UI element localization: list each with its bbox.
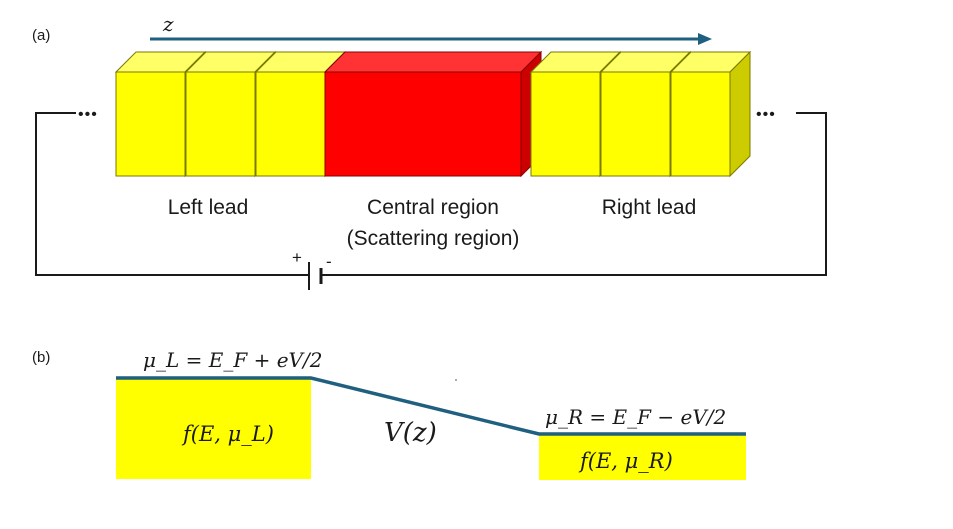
panel-b-tag: (b): [32, 349, 50, 366]
mu-right-equation: μ_R = E_F − eV/2: [545, 405, 726, 429]
right-lead-block-3: [669, 50, 752, 178]
central-region-label: Central region: [367, 196, 499, 219]
z-axis-arrow: [150, 33, 712, 45]
z-axis-label: z: [162, 12, 174, 36]
left-lead-label: Left lead: [168, 196, 249, 219]
right-lead-label: Right lead: [602, 196, 697, 219]
battery-minus-label: -: [326, 252, 332, 271]
potential-profile-line: [116, 376, 746, 436]
panel-a-tag: (a): [32, 27, 50, 44]
left-continuation-dots: •••: [78, 106, 98, 123]
f-right-label: f(E, μ_R): [578, 449, 673, 473]
battery-plus-label: +: [292, 248, 302, 267]
left-reservoir: [116, 379, 311, 479]
potential-label: V(z): [384, 418, 437, 448]
central-region-block: [323, 50, 543, 178]
f-left-label: f(E, μ_L): [181, 422, 274, 446]
right-continuation-dots: •••: [756, 106, 776, 123]
right-reservoir: [539, 435, 746, 480]
mu-left-equation: μ_L = E_F + eV/2: [143, 348, 322, 372]
circuit-wire: [35, 112, 827, 276]
battery-icon: [308, 262, 323, 290]
stray-dot: [455, 379, 457, 381]
scattering-region-label: (Scattering region): [347, 227, 520, 250]
